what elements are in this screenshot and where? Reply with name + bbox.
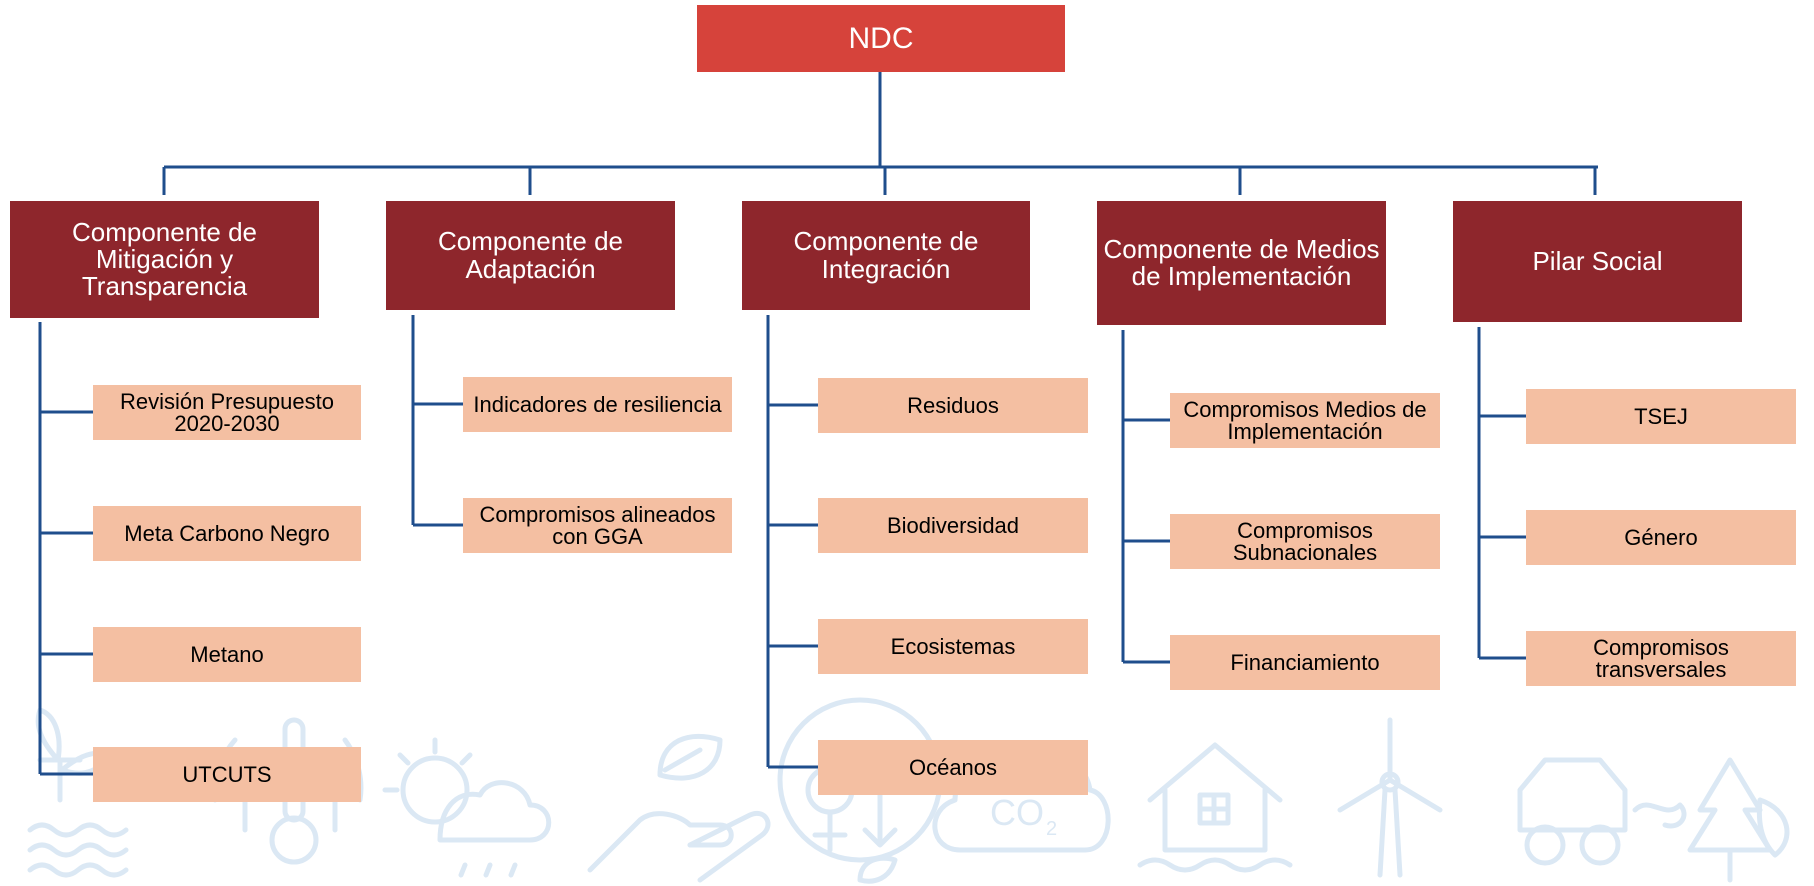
item-meta-carbono-negro: Meta Carbono Negro: [93, 506, 361, 561]
svg-text:2: 2: [1046, 818, 1057, 840]
item-compromisos-gga: Compromisos alineados con GGA: [463, 498, 732, 553]
car-emissions-icon: [1517, 757, 1687, 866]
component-pilar-social: Pilar Social: [1453, 201, 1742, 322]
item-compromisos-transversales: Compromisos transversales: [1526, 631, 1796, 686]
item-oceanos: Océanos: [818, 740, 1088, 795]
sun-cloud-rain-icon: [382, 737, 552, 878]
component-mitigacion-transparencia: Componente de Mitigación y Transparencia: [10, 201, 319, 318]
component-medios-implementacion: Componente de Medios de Implementación: [1097, 201, 1386, 325]
item-utcuts: UTCUTS: [93, 747, 361, 802]
svg-text:CO: CO: [990, 792, 1044, 833]
item-metano: Metano: [93, 627, 361, 682]
tree-fire-icon: [1687, 757, 1790, 883]
ndc-root-node: NDC: [697, 5, 1065, 72]
house-flood-icon: [1137, 742, 1293, 873]
item-financiamiento: Financiamiento: [1170, 635, 1440, 690]
component-integracion: Componente de Integración: [742, 201, 1030, 310]
item-compromisos-subnacionales: Compromisos Subnacionales: [1170, 514, 1440, 569]
item-indicadores-resiliencia: Indicadores de resiliencia: [463, 377, 732, 432]
item-residuos: Residuos: [818, 378, 1088, 433]
hand-leaf-icon: [587, 733, 771, 883]
item-tsej: TSEJ: [1526, 389, 1796, 444]
item-biodiversidad: Biodiversidad: [818, 498, 1088, 553]
component-adaptacion: Componente de Adaptación: [386, 201, 675, 310]
item-ecosistemas: Ecosistemas: [818, 619, 1088, 674]
item-revision-presupuesto: Revisión Presupuesto 2020-2030: [93, 385, 361, 440]
item-compromisos-medios: Compromisos Medios de Implementación: [1170, 393, 1440, 448]
item-genero: Género: [1526, 510, 1796, 565]
wind-turbine-icon: [1337, 717, 1443, 878]
